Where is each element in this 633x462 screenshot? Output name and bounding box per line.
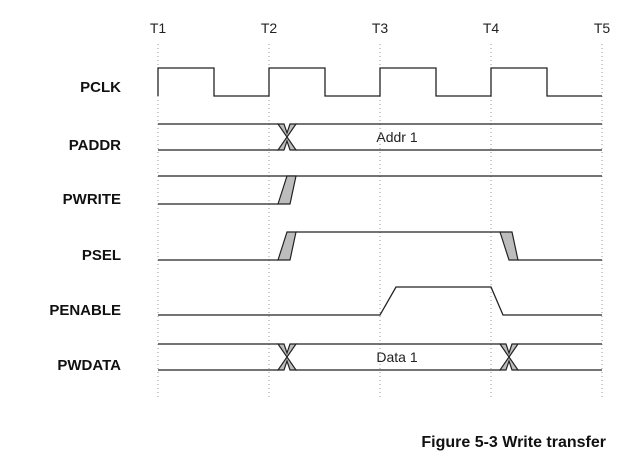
pwdata-waveform [158,343,602,371]
pclk-waveform [157,67,602,97]
paddr-transition-marker [276,123,298,151]
psel-rise-marker [277,231,297,261]
time-marker-t3: T3 [372,20,389,36]
time-gridlines [157,44,603,400]
signal-label-pwrite: PWRITE [63,191,121,208]
signal-label-penable: PENABLE [49,302,121,319]
time-marker-t1: T1 [150,20,167,36]
figure-caption: Figure 5-3 Write transfer [421,434,606,451]
signal-label-psel: PSEL [82,247,121,264]
psel-fall-marker [499,231,519,261]
paddr-waveform [158,123,602,151]
signal-label-pclk: PCLK [80,79,121,96]
time-marker-t2: T2 [261,20,278,36]
penable-waveform [158,286,602,316]
signal-label-pwdata: PWDATA [57,357,121,374]
psel-waveform [158,231,602,261]
time-marker-t5: T5 [594,20,611,36]
pwdata-transition-marker-1 [276,343,298,371]
pwrite-waveform [158,175,602,205]
pwdata-transition-marker-2 [498,343,520,371]
pwdata-value-label: Data 1 [376,349,417,365]
pwrite-transition-marker [277,175,297,205]
signal-label-paddr: PADDR [69,137,121,154]
paddr-value-label: Addr 1 [376,129,417,145]
time-marker-t4: T4 [483,20,500,36]
